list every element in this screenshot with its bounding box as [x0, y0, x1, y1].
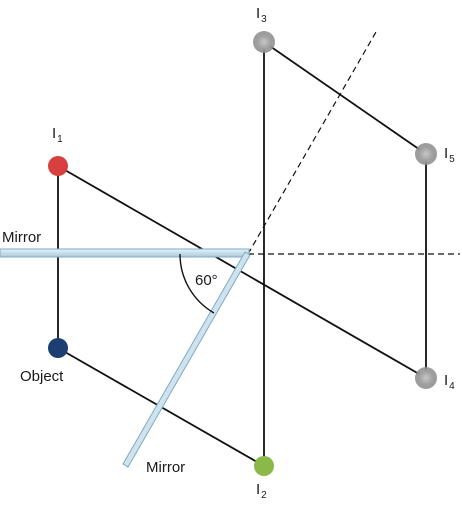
angle-arc	[179, 253, 215, 314]
dashed-angled-extension	[247, 31, 377, 255]
angle-label: 60°	[195, 272, 218, 289]
image-i2-label: I2	[256, 481, 267, 501]
image-i5-label: I5	[444, 145, 455, 165]
image-i1-label: I1	[52, 125, 63, 145]
horizontal-mirror	[0, 248, 250, 258]
image-i3-label: I3	[256, 5, 267, 25]
image-i4-label: I4	[444, 372, 455, 392]
line-i1-i4	[57, 165, 427, 379]
line-i3-i5	[263, 41, 427, 155]
image-i2-dot	[254, 456, 274, 476]
angled-mirror	[122, 251, 251, 468]
image-i4-dot	[415, 367, 437, 389]
object-label: Object	[20, 368, 64, 385]
image-i5-dot	[415, 143, 437, 165]
mirror-label-horizontal: Mirror	[2, 229, 41, 246]
mirror-label-angled: Mirror	[146, 459, 185, 476]
image-i3-dot	[253, 31, 275, 53]
image-i1-dot	[48, 156, 68, 176]
object-dot	[48, 338, 68, 358]
